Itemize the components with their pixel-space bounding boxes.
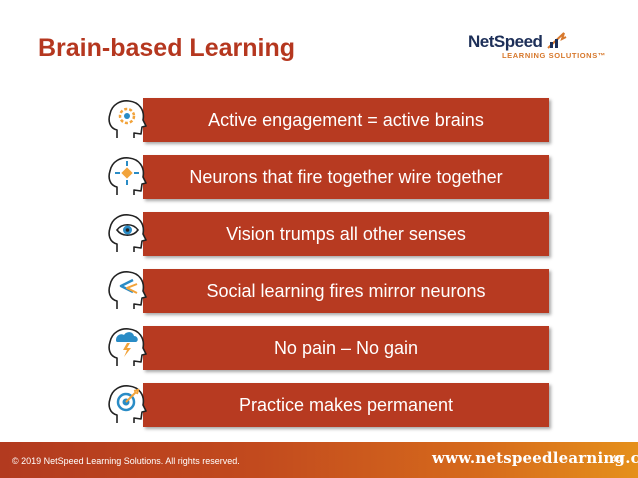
netspeed-logo: NetSpeed LEARNING SOLUTIONS™ (468, 30, 618, 70)
logo-swoosh-icon (547, 32, 567, 49)
item-bar-2: Neurons that fire together wire together (143, 155, 549, 199)
head-focus-icon (103, 153, 153, 199)
logo-tagline: LEARNING SOLUTIONS™ (502, 51, 606, 60)
head-target-icon (103, 381, 153, 427)
item-label-5: No pain – No gain (273, 337, 419, 358)
item-label-3: Vision trumps all other senses (226, 223, 466, 244)
head-storm-icon (103, 324, 153, 370)
item-label-4: Social learning fires mirror neurons (206, 280, 486, 301)
website-url: www.netspeedlearning.com (432, 449, 638, 467)
item-bar-6: Practice makes permanent (143, 383, 549, 427)
item-label-2: Neurons that fire together wire together (189, 166, 503, 187)
head-eye-icon (103, 210, 153, 256)
item-bar-3: Vision trumps all other senses (143, 212, 549, 256)
logo-name: NetSpeed (468, 32, 543, 51)
head-arrows-icon (103, 267, 153, 313)
slide-title: Brain-based Learning (38, 34, 295, 62)
item-bar-4: Social learning fires mirror neurons (143, 269, 549, 313)
item-label-6: Practice makes permanent (238, 394, 454, 415)
copyright-text: © 2019 NetSpeed Learning Solutions. All … (12, 456, 240, 466)
item-bar-1: Active engagement = active brains (143, 98, 549, 142)
item-bar-5: No pain – No gain (143, 326, 549, 370)
head-gear-icon (103, 96, 153, 142)
page-number: 44 (611, 454, 623, 465)
item-label-1: Active engagement = active brains (208, 109, 484, 130)
footer-bar: © 2019 NetSpeed Learning Solutions. All … (0, 442, 638, 478)
